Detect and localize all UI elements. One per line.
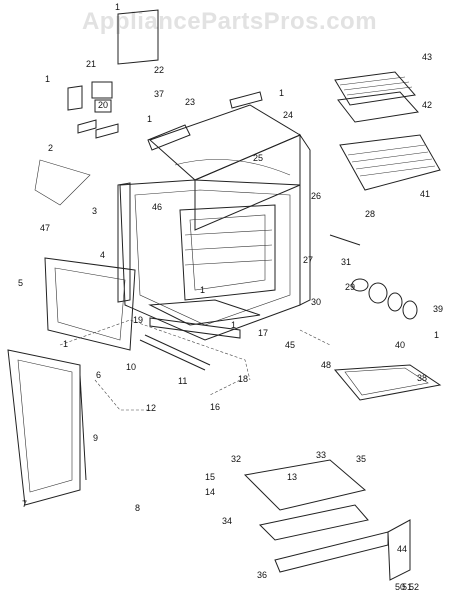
callout-1: 1 xyxy=(231,320,236,330)
callout-13: 13 xyxy=(287,472,297,482)
callout-52: 52 xyxy=(409,582,419,592)
callout-34: 34 xyxy=(222,516,232,526)
callout-35: 35 xyxy=(356,454,366,464)
callout-44: 44 xyxy=(397,544,407,554)
callout-10: 10 xyxy=(126,362,136,372)
callout-27: 27 xyxy=(303,255,313,265)
callout-22: 22 xyxy=(154,65,164,75)
callout-42: 42 xyxy=(422,100,432,110)
callout-1: 1 xyxy=(45,74,50,84)
callout-47: 47 xyxy=(40,223,50,233)
callout-1: 1 xyxy=(434,330,439,340)
callout-26: 26 xyxy=(311,191,321,201)
callout-21: 21 xyxy=(86,59,96,69)
callout-18: 18 xyxy=(238,374,248,384)
callout-29: 29 xyxy=(345,282,355,292)
callout-9: 9 xyxy=(93,433,98,443)
callout-20: 20 xyxy=(98,100,108,110)
callout-16: 16 xyxy=(210,402,220,412)
callout-38: 38 xyxy=(417,373,427,383)
assembly-guide-lines xyxy=(59,319,331,411)
oven-door-assembly xyxy=(7,257,136,506)
callout-45: 45 xyxy=(285,340,295,350)
callout-32: 32 xyxy=(231,454,241,464)
callout-23: 23 xyxy=(185,97,195,107)
callout-33: 33 xyxy=(316,450,326,460)
callout-3: 3 xyxy=(92,206,97,216)
callout-40: 40 xyxy=(395,340,405,350)
callout-19: 19 xyxy=(133,315,143,325)
callout-48: 48 xyxy=(321,360,331,370)
callout-39: 39 xyxy=(433,304,443,314)
rack-and-pan-parts xyxy=(334,71,441,191)
callout-2: 2 xyxy=(48,143,53,153)
range-body xyxy=(117,104,311,341)
callout-1: 1 xyxy=(115,2,120,12)
control-parts xyxy=(34,9,263,206)
callout-8: 8 xyxy=(135,503,140,513)
callout-15: 15 xyxy=(205,472,215,482)
callout-1: 1 xyxy=(279,88,284,98)
callout-31: 31 xyxy=(341,257,351,267)
callout-36: 36 xyxy=(257,570,267,580)
callout-1: 1 xyxy=(147,114,152,124)
callout-7: 7 xyxy=(22,499,27,509)
callout-46: 46 xyxy=(152,202,162,212)
callout-11: 11 xyxy=(178,376,187,386)
callout-41: 41 xyxy=(420,189,430,199)
callout-43: 43 xyxy=(422,52,432,62)
callout-17: 17 xyxy=(258,328,268,338)
knob-and-valve-parts xyxy=(329,234,418,320)
callout-50: 50 xyxy=(395,582,405,592)
callout-25: 25 xyxy=(253,153,263,163)
drawer-parts xyxy=(139,334,442,581)
callout-1: 1 xyxy=(63,339,68,349)
callout-51: 51 xyxy=(402,582,412,592)
callout-4: 4 xyxy=(100,250,105,260)
callout-12: 12 xyxy=(146,403,156,413)
callout-30: 30 xyxy=(311,297,321,307)
callout-37: 37 xyxy=(154,89,164,99)
callout-24: 24 xyxy=(283,110,293,120)
callout-1: 1 xyxy=(200,285,205,295)
callout-28: 28 xyxy=(365,209,375,219)
callout-14: 14 xyxy=(205,487,215,497)
callout-5: 5 xyxy=(18,278,23,288)
callout-6: 6 xyxy=(96,370,101,380)
